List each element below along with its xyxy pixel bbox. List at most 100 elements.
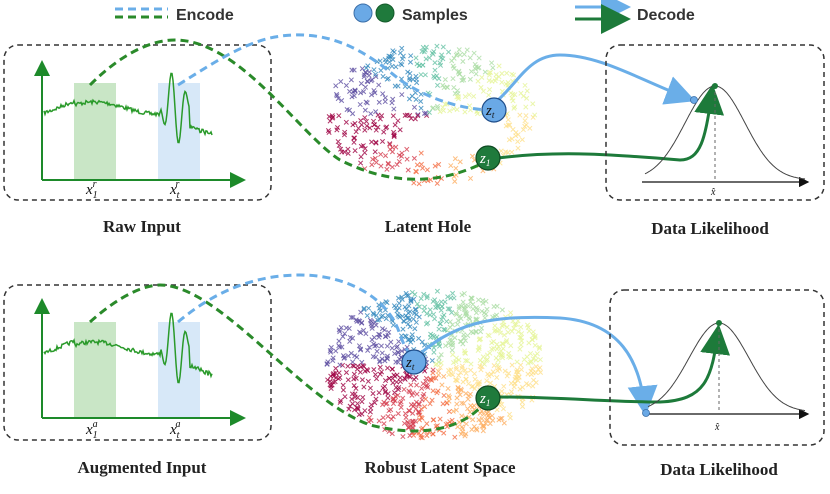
latent-point: [423, 396, 429, 402]
latent-point: [420, 381, 426, 387]
latent-point: [444, 318, 450, 324]
latent-point: [462, 338, 469, 344]
latent-point: [334, 93, 340, 99]
latent-point: [340, 334, 346, 340]
latent-point: [479, 308, 485, 314]
latent-point: [406, 84, 412, 90]
latent-point: [401, 386, 407, 392]
latent-point: [491, 304, 497, 310]
latent-point: [419, 339, 425, 345]
latent-point: [426, 55, 433, 61]
latent-point: [537, 365, 543, 371]
latent-point: [361, 306, 367, 313]
latent-point: [345, 377, 351, 383]
latent-point: [449, 417, 455, 423]
latent-point: [423, 56, 429, 62]
latent-point: [436, 76, 442, 82]
latent-point: [527, 351, 534, 357]
latent-point: [506, 137, 512, 143]
latent-point: [399, 62, 405, 68]
latent-point: [462, 306, 468, 313]
latent-point: [395, 295, 402, 301]
latent-point: [520, 384, 526, 390]
latent-point: [361, 72, 367, 78]
latent-point: [405, 425, 412, 431]
latent-point: [439, 317, 445, 323]
latent-point: [410, 424, 416, 430]
latent-point: [432, 60, 438, 66]
latent-point: [376, 99, 382, 105]
latent-point: [446, 367, 452, 373]
latent-point: [465, 396, 471, 402]
latent-point: [384, 355, 390, 361]
latent-point: [481, 361, 487, 367]
latent-point: [522, 118, 528, 124]
xt-a-label: xta: [169, 419, 180, 441]
latent-point: [399, 294, 405, 300]
latent-point: [526, 328, 532, 334]
latent-point: [410, 410, 416, 416]
latent-point: [508, 343, 514, 349]
latent-point: [419, 415, 425, 421]
latent-point: [366, 344, 372, 350]
latent-point: [455, 318, 461, 324]
latent-point: [449, 322, 456, 328]
latent-point: [366, 305, 372, 311]
latent-point: [326, 129, 332, 135]
latent-point: [506, 350, 512, 356]
latent-point: [455, 96, 462, 102]
latent-point: [537, 357, 543, 363]
latent-point: [501, 420, 507, 426]
latent-point: [533, 364, 539, 370]
latent-point: [449, 310, 455, 316]
latent-point: [422, 47, 428, 53]
latent-point: [456, 372, 462, 379]
latent-point: [440, 82, 446, 88]
latent-point: [514, 359, 520, 365]
latent-point: [456, 419, 462, 425]
latent-point: [530, 114, 536, 120]
raw-input-panel: x1r xtr: [3, 44, 272, 201]
latent-point: [429, 397, 435, 403]
latent-point: [413, 311, 419, 318]
latent-point: [471, 50, 477, 56]
latent-point: [348, 314, 354, 320]
encode-blue-curve-top: [177, 33, 487, 112]
latent-point: [487, 350, 493, 356]
latent-point: [507, 122, 513, 128]
latent-point: [526, 382, 532, 388]
latent-point: [447, 337, 453, 343]
latent-point: [424, 432, 430, 439]
latent-point: [468, 329, 474, 335]
latent-point: [472, 376, 478, 382]
latent-point: [448, 295, 454, 301]
latent-point: [391, 133, 397, 139]
latent-point: [459, 413, 465, 419]
latent-point: [468, 68, 475, 74]
legend: Encode Samples Decode: [115, 0, 695, 34]
latent-point: [330, 357, 336, 364]
latent-point: [361, 89, 367, 95]
latent-point: [460, 299, 466, 305]
band-xt-top: [158, 83, 200, 179]
latent-point: [362, 146, 368, 152]
latent-point: [505, 117, 511, 123]
latent-point: [463, 370, 469, 376]
latent-point: [479, 325, 485, 331]
latent-point: [509, 95, 515, 101]
latent-point: [501, 383, 507, 389]
latent-point: [457, 370, 464, 376]
latent-point: [413, 319, 419, 325]
latent-point: [382, 378, 389, 384]
latent-point: [402, 112, 408, 119]
latent-point: [413, 406, 419, 412]
latent-point: [359, 122, 365, 128]
latent-point: [408, 382, 414, 388]
latent-point: [351, 371, 357, 377]
latent-point: [339, 98, 345, 104]
robust-latent-scatter: [324, 288, 544, 441]
decode-green-arrow-top: [497, 84, 725, 162]
latent-point: [340, 387, 346, 393]
legend-samples-label: Samples: [402, 7, 468, 24]
raw-input-label: Raw Input: [103, 217, 181, 236]
